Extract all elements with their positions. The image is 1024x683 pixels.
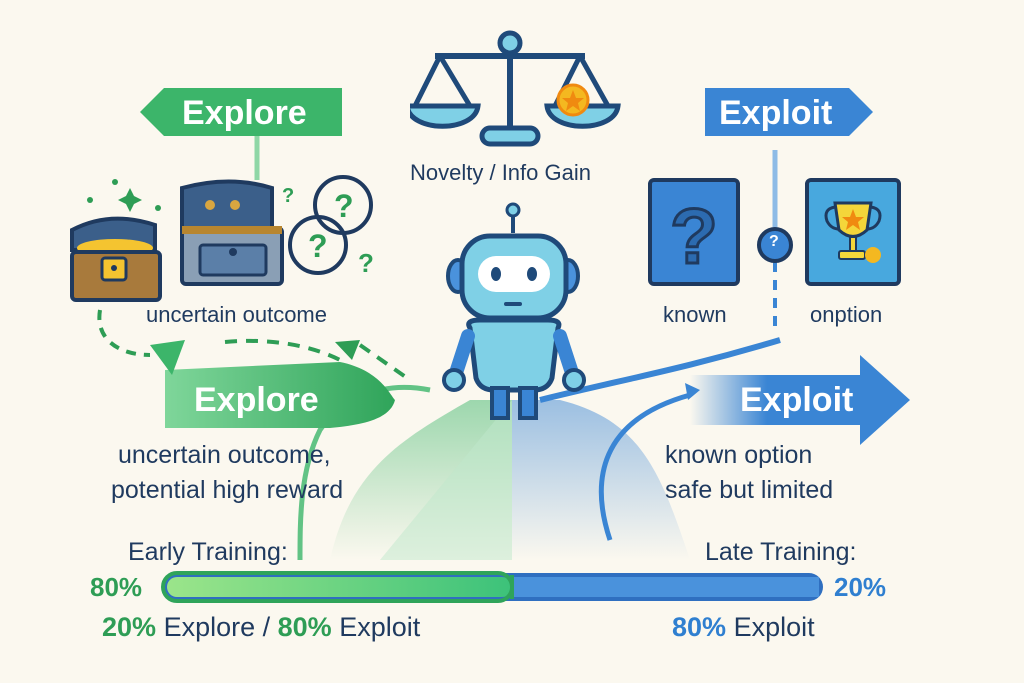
exploit-cards: ? — [648, 178, 901, 286]
explore-description-line2: potential high reward — [111, 476, 344, 504]
right-percent: 20% — [834, 572, 887, 602]
exploit-sign-label: Exploit — [719, 94, 833, 132]
robot-icon — [442, 202, 586, 420]
early-explore-word: Explore / — [163, 612, 271, 642]
scale-icon — [410, 30, 621, 147]
small-question-mark: ? — [769, 233, 779, 250]
sign-shape-icon — [140, 88, 342, 136]
left-percent: 80% — [90, 572, 143, 602]
trophy-card-icon — [805, 178, 901, 286]
late-exploit-word: Exploit — [733, 612, 815, 642]
scale-caption: Novelty / Info Gain — [410, 160, 591, 185]
sign-shape-icon — [705, 88, 873, 136]
exploit-option-label: onption — [810, 302, 883, 327]
exploit-description-line2: safe but limited — [665, 476, 834, 504]
treasure-chest-icon — [70, 216, 162, 302]
late-exploit-pct: 80% — [672, 612, 727, 642]
question-mark: ? — [358, 248, 374, 278]
early-training-label: Early Training: — [128, 538, 288, 566]
explore-path-label: Explore — [194, 381, 319, 419]
question-mark: ? — [282, 185, 295, 207]
question-card-icon: ? — [648, 178, 740, 286]
early-ratio: 20% Explore / 80% Exploit — [102, 612, 420, 643]
early-exploit-word: Exploit — [339, 612, 421, 642]
question-bubble-icon — [288, 175, 373, 275]
exploit-signpost: Exploit — [705, 88, 873, 136]
explore-description-line1: uncertain outcome, — [118, 441, 331, 469]
early-explore-pct: 20% — [102, 612, 157, 642]
svg-text:?: ? — [670, 192, 718, 280]
explore-top-caption: uncertain outcome — [146, 302, 327, 327]
explore-sign-label: Explore — [182, 94, 307, 132]
late-training-label: Late Training: — [705, 538, 857, 566]
progress-bar — [163, 573, 823, 601]
open-chest-icon — [180, 179, 284, 286]
small-question-icon — [757, 227, 793, 263]
coin-star-icon — [556, 83, 590, 117]
late-ratio: 80% Exploit — [672, 612, 815, 643]
exploit-known-label: known — [663, 302, 727, 327]
question-mark: ? — [308, 228, 328, 264]
explore-signpost: Explore — [140, 88, 342, 136]
exploit-path-label: Exploit — [740, 381, 854, 419]
question-mark: ? — [334, 188, 354, 224]
exploit-description-line1: known option — [665, 441, 813, 469]
treasure-chests — [70, 175, 373, 302]
early-exploit-pct: 80% — [277, 612, 332, 642]
